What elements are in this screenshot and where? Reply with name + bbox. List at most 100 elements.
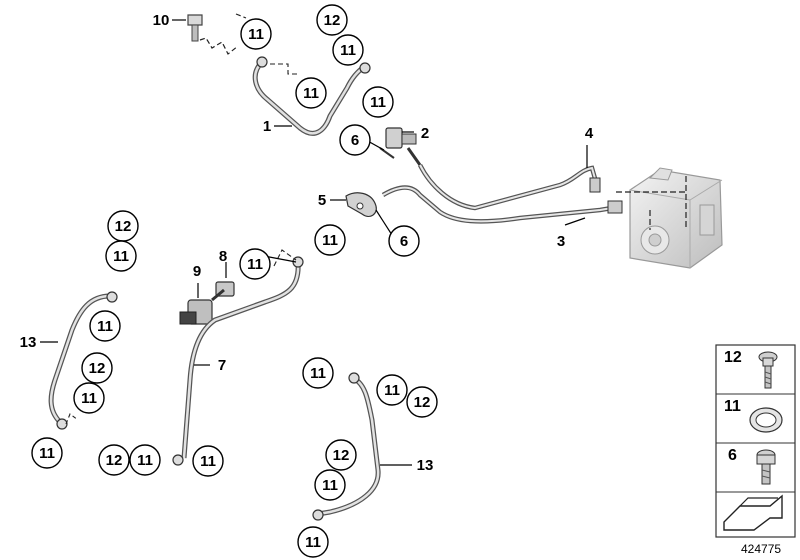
- callout-11-o: 11: [314, 469, 346, 501]
- callout-number: 12: [333, 447, 350, 464]
- callout-13-b: 13: [417, 457, 434, 474]
- callout-number: 12: [414, 394, 431, 411]
- sealing-ring-icon: [749, 407, 783, 433]
- part-2-fitting: [379, 127, 422, 166]
- part-13-brake-hose-left: [48, 291, 118, 430]
- callout-number: 11: [370, 94, 386, 111]
- callout-circle: [98, 444, 130, 476]
- callout-11-f: 11: [105, 240, 137, 272]
- callout-circle: [105, 240, 137, 272]
- part-10-bolt: [187, 13, 247, 55]
- direction-arrow-icon: [723, 494, 783, 531]
- callout-11-k: 11: [129, 444, 161, 476]
- callout-12-c: 12: [81, 352, 113, 384]
- callout-circle: [325, 439, 357, 471]
- abs-pressure-modulator: [616, 167, 723, 269]
- callout-circle: [314, 224, 346, 256]
- callout-number: 11: [97, 318, 113, 335]
- callout-circle: [406, 386, 438, 418]
- callout-circle: [240, 18, 272, 50]
- callout-circle: [376, 374, 408, 406]
- callout-6-b: 6: [388, 225, 420, 257]
- callout-number: 11: [303, 85, 319, 102]
- callout-circle: [314, 469, 346, 501]
- part-7-brake-hose: [172, 249, 304, 466]
- callout-11-e: 11: [314, 224, 346, 256]
- callout-5: 5: [318, 192, 326, 209]
- callout-2: 2: [421, 125, 429, 142]
- callout-circle: [339, 124, 371, 156]
- callout-circle: [31, 437, 63, 469]
- callout-12-b: 12: [107, 210, 139, 242]
- leader-lines: [40, 19, 588, 466]
- callout-circle: [73, 382, 105, 414]
- part-1-brake-hose: [252, 56, 371, 136]
- callout-3: 3: [557, 233, 565, 250]
- callout-circle: [89, 310, 121, 342]
- callout-number: 11: [322, 477, 338, 494]
- callout-number: 11: [247, 256, 263, 273]
- diagram-id: 424775: [741, 542, 782, 556]
- callout-number: 13: [20, 334, 37, 351]
- part-4-brake-line: [417, 163, 601, 211]
- callout-11-c: 11: [332, 34, 364, 66]
- callout-number: 11: [310, 365, 326, 382]
- callout-13-a: 13: [20, 334, 37, 351]
- callout-circle: [362, 86, 394, 118]
- callout-circle: [81, 352, 113, 384]
- callout-number: 11: [384, 382, 400, 399]
- callout-12-d: 12: [98, 444, 130, 476]
- callout-number: 4: [585, 125, 594, 142]
- callout-8: 8: [219, 248, 227, 265]
- callout-11-b: 11: [295, 77, 327, 109]
- callout-circle: [295, 77, 327, 109]
- callout-circle: [316, 4, 348, 36]
- callout-11-i: 11: [73, 382, 105, 414]
- callout-number: 12: [324, 12, 341, 29]
- legend-label-6: 6: [728, 447, 737, 464]
- callout-7: 7: [218, 357, 226, 374]
- callout-number: 11: [200, 453, 216, 470]
- callout-number: 10: [153, 12, 170, 29]
- callout-circle: [302, 357, 334, 389]
- callout-circle: [388, 225, 420, 257]
- callout-circle: [332, 34, 364, 66]
- callout-number: 13: [417, 457, 434, 474]
- parts-legend: 12 11 6: [715, 344, 796, 538]
- part-5-bracket: [345, 192, 377, 218]
- callout-number: 12: [115, 218, 132, 235]
- callout-4: 4: [585, 125, 594, 142]
- callout-circle: [297, 526, 329, 558]
- callout-12-a: 12: [316, 4, 348, 36]
- callout-11-m: 11: [302, 357, 334, 389]
- legend-label-11: 11: [724, 398, 741, 415]
- banjo-bolt-icon: [758, 351, 778, 389]
- callout-number: 11: [39, 445, 55, 462]
- callout-number: 7: [218, 357, 226, 374]
- callout-number: 2: [421, 125, 429, 142]
- callout-number: 11: [305, 534, 321, 551]
- legend-label-12: 12: [724, 349, 742, 366]
- callout-circle: [192, 445, 224, 477]
- callout-12-e: 12: [406, 386, 438, 418]
- callout-number: 3: [557, 233, 565, 250]
- callout-circle: [129, 444, 161, 476]
- callout-11-p: 11: [297, 526, 329, 558]
- part-9-pressure-sensor: [179, 288, 225, 325]
- part-13-brake-hose-right: [312, 372, 381, 521]
- callout-10: 10: [153, 12, 170, 29]
- callout-11-j: 11: [31, 437, 63, 469]
- callout-number: 11: [340, 42, 356, 59]
- part-3-brake-line: [381, 185, 623, 224]
- callout-number: 6: [351, 132, 359, 149]
- hex-socket-screw-icon: [756, 449, 776, 485]
- callout-11-n: 11: [376, 374, 408, 406]
- callout-number: 11: [113, 248, 129, 265]
- callout-number: 11: [322, 232, 338, 249]
- callout-11-g: 11: [239, 248, 271, 280]
- callout-number: 11: [248, 26, 264, 43]
- callout-number: 5: [318, 192, 326, 209]
- callout-number: 12: [106, 452, 123, 469]
